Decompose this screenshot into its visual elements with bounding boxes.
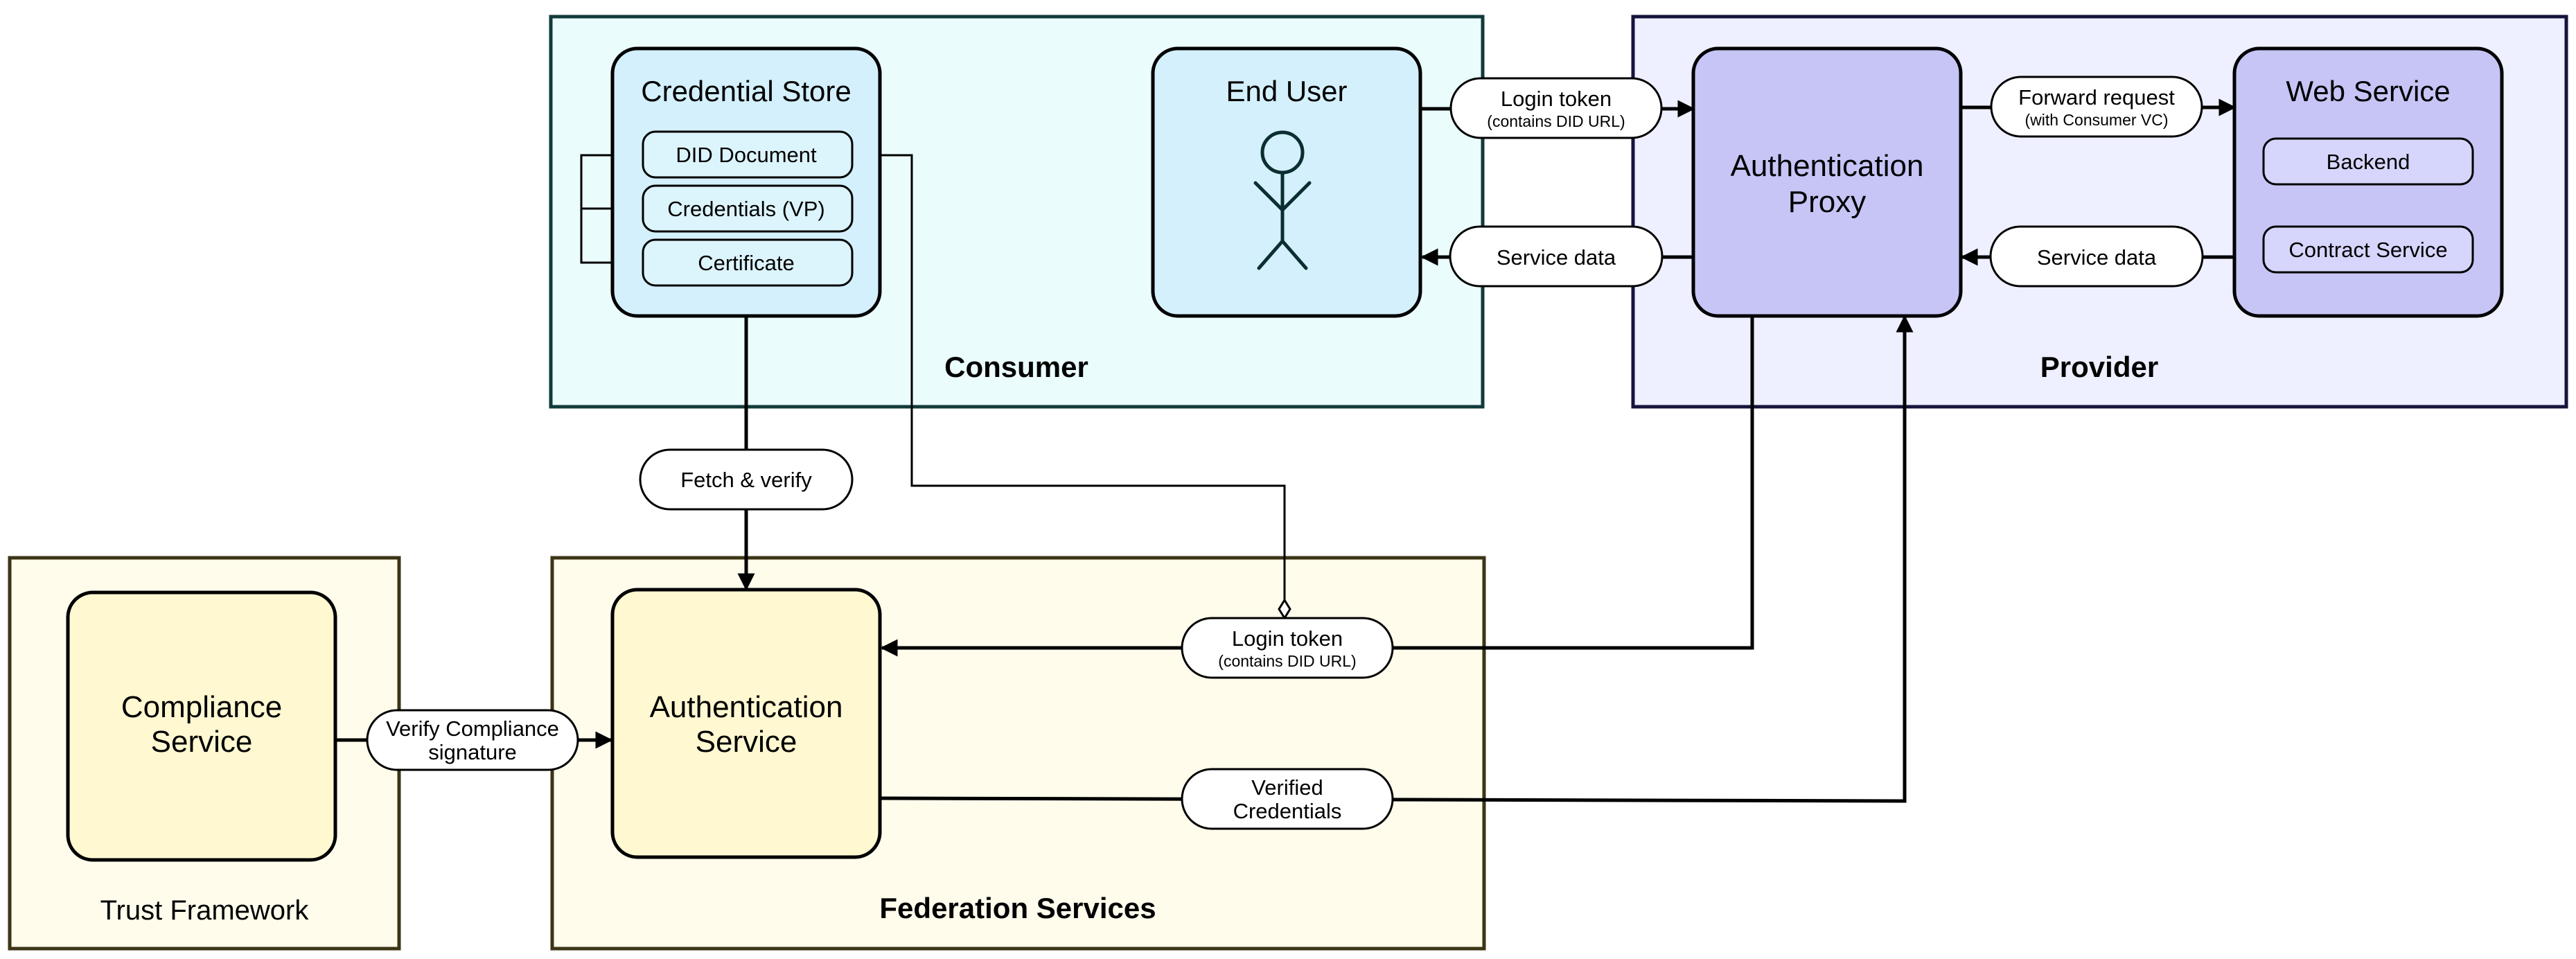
login-token-top-label: Login token — [1501, 87, 1612, 111]
authentication-proxy-bg — [1691, 46, 1963, 318]
compliance-service-bg — [66, 590, 337, 862]
did-document-label: DID Document — [676, 143, 817, 167]
verify-compliance-label-2: signature — [428, 740, 517, 764]
authentication-proxy-title-1: Authentication — [1731, 149, 1924, 183]
service-data-left-pill: Service data — [1449, 225, 1664, 288]
web-service-box[interactable]: Web Service Backend Contract Service — [2232, 46, 2504, 318]
login-token-to-auth-edge — [880, 316, 1754, 657]
forward-request-pill: Forward request (with Consumer VC) — [1990, 76, 2203, 138]
backend-label: Backend — [2327, 150, 2410, 174]
authentication-service-box[interactable]: Authentication Service — [610, 588, 882, 859]
backend-item[interactable]: Backend — [2262, 137, 2474, 186]
authentication-service-bg — [610, 588, 882, 859]
credential-store-box[interactable]: Credential Store DID Document Credential… — [610, 46, 882, 318]
login-token-bottom-pill: Login token (contains DID URL) — [1181, 617, 1394, 679]
login-token-bottom-sub: (contains DID URL) — [1218, 652, 1356, 670]
service-data-left-label: Service data — [1497, 245, 1616, 270]
credentials-vp-item[interactable]: Credentials (VP) — [642, 184, 854, 233]
verify-compliance-label-1: Verify Compliance — [386, 716, 559, 741]
service-data-right-pill: Service data — [1989, 225, 2204, 288]
contract-service-item[interactable]: Contract Service — [2262, 225, 2474, 274]
fetch-verify-pill: Fetch & verify — [639, 448, 854, 511]
consumer-label: Consumer — [944, 351, 1088, 383]
forward-request-sub: (with Consumer VC) — [2024, 111, 2168, 129]
certificate-label: Certificate — [698, 251, 795, 275]
login-token-top-sub: (contains DID URL) — [1487, 112, 1625, 130]
authentication-proxy-title-2: Proxy — [1788, 185, 1866, 219]
compliance-service-title-1: Compliance — [121, 690, 282, 724]
trust-framework-label: Trust Framework — [100, 895, 310, 926]
end-user-title: End User — [1226, 75, 1347, 107]
authentication-service-title-2: Service — [696, 725, 797, 759]
verified-credentials-label-1: Verified — [1251, 775, 1323, 800]
credential-store-title: Credential Store — [641, 75, 852, 107]
verified-credentials-pill: Verified Credentials — [1181, 768, 1394, 830]
login-token-bottom-label: Login token — [1232, 626, 1343, 651]
web-service-title: Web Service — [2286, 75, 2450, 107]
compliance-service-title-2: Service — [151, 725, 253, 759]
compliance-service-box[interactable]: Compliance Service — [66, 590, 337, 862]
provider-label: Provider — [2040, 351, 2158, 383]
verify-compliance-pill: Verify Compliance signature — [366, 709, 579, 771]
verified-credentials-label-2: Credentials — [1233, 799, 1342, 823]
login-token-top-pill: Login token (contains DID URL) — [1449, 77, 1663, 139]
contract-service-label: Contract Service — [2288, 238, 2447, 262]
end-user-bg — [1151, 46, 1422, 318]
certificate-item[interactable]: Certificate — [642, 238, 854, 287]
federation-label: Federation Services — [879, 892, 1156, 924]
did-reference-line — [851, 154, 1286, 604]
authentication-proxy-box[interactable]: Authentication Proxy — [1691, 46, 1963, 318]
did-document-item[interactable]: DID Document — [642, 130, 854, 179]
authentication-service-title-1: Authentication — [650, 690, 843, 724]
credentials-vp-label: Credentials (VP) — [667, 197, 824, 221]
fetch-verify-label: Fetch & verify — [680, 468, 812, 492]
end-user-box[interactable]: End User — [1151, 46, 1422, 318]
stick-figure-icon — [1253, 130, 1312, 270]
forward-request-label: Forward request — [2018, 85, 2175, 109]
service-data-right-label: Service data — [2037, 245, 2157, 270]
